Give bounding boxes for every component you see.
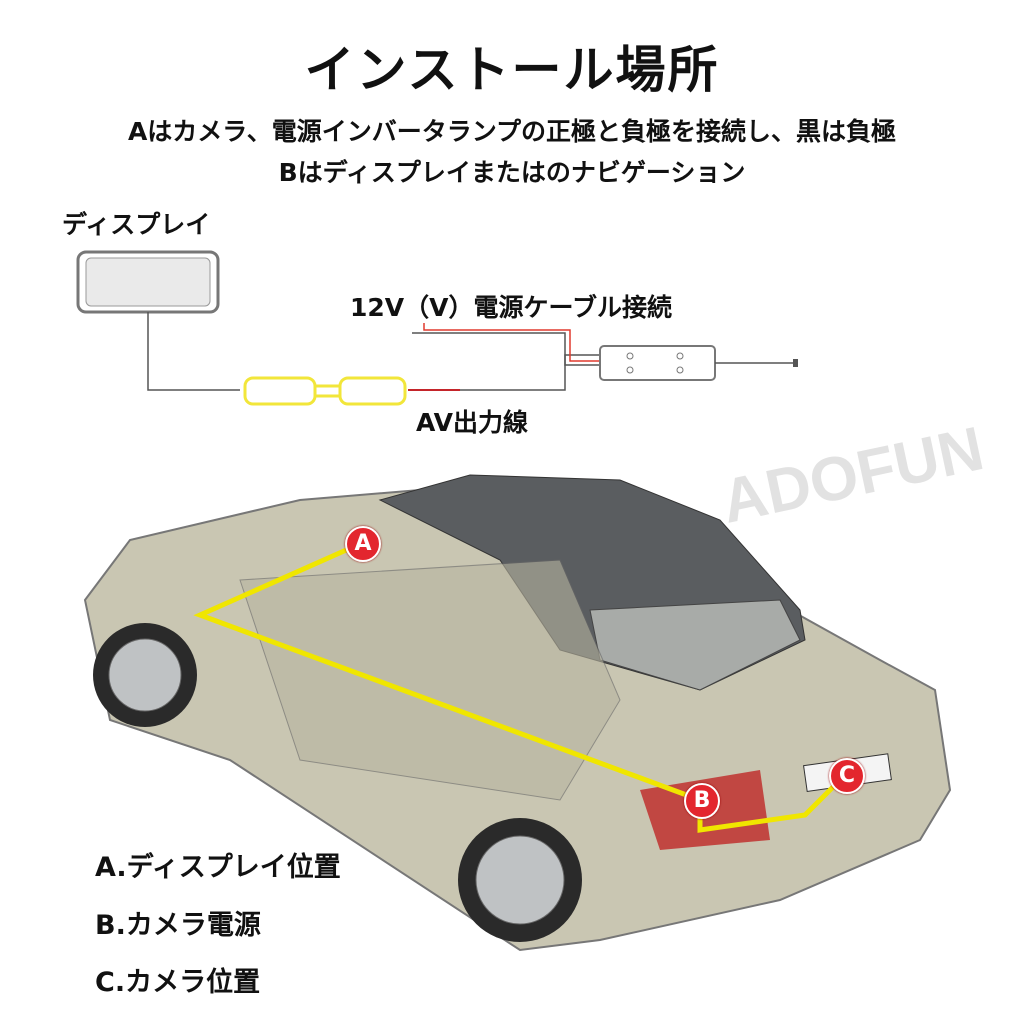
front-wheel	[93, 623, 197, 727]
av-cable	[147, 312, 240, 391]
power-wire-red	[423, 323, 600, 362]
display-label: ディスプレイ	[62, 210, 211, 239]
page-title: インストール場所	[304, 41, 720, 99]
legend-a: A.ディスプレイ位置	[95, 852, 341, 883]
marker-b: B	[684, 783, 720, 819]
power-cable	[412, 332, 600, 366]
subtitle-line-1: Aはカメラ、電源インバータランプの正極と負極を接続し、黒は負極	[127, 117, 897, 146]
power-cable-label: 12V（V）電源ケーブル接続	[350, 293, 672, 322]
camera-module-icon	[599, 345, 798, 381]
rear-wheel	[458, 818, 582, 942]
legend-c: C.カメラ位置	[95, 967, 261, 998]
wiring-diagram	[76, 250, 798, 406]
marker-c: C	[829, 758, 865, 794]
car-interior	[239, 559, 621, 801]
car-illustration	[83, 474, 952, 952]
signal-cable	[460, 354, 600, 391]
rca-connectors	[243, 376, 407, 406]
marker-a: A	[345, 526, 381, 562]
subtitle-line-2: Bはディスプレイまたはのナビゲーション	[278, 158, 746, 187]
display-icon	[76, 250, 220, 314]
av-output-label: AV出力線	[416, 408, 528, 437]
legend-b: B.カメラ電源	[95, 910, 261, 941]
